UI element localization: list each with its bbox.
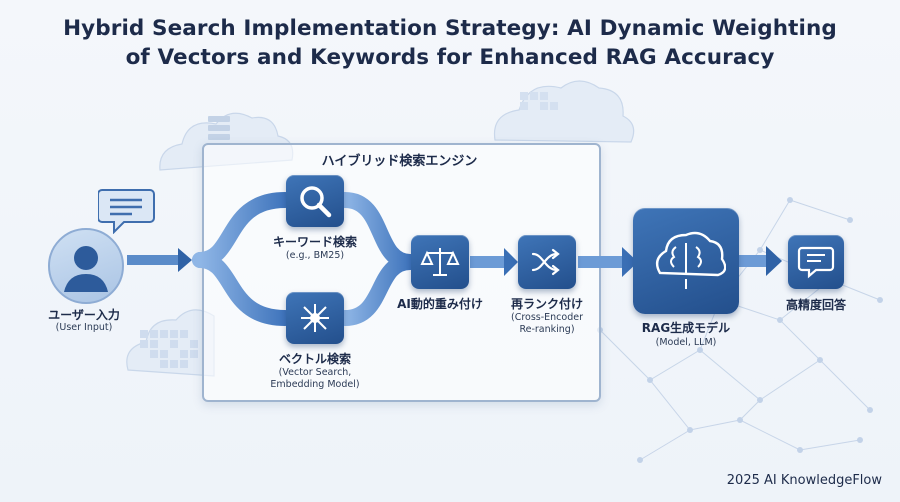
keyword-search-label: キーワード検索 [272, 235, 357, 249]
answer-node [788, 235, 844, 289]
branch-to-vector [192, 252, 293, 326]
vector-search-sublabel-2: Embedding Model) [270, 379, 360, 390]
user-sublabel: (User Input) [55, 322, 113, 333]
ai-weighting-node [411, 235, 469, 289]
rag-model-node [633, 208, 739, 314]
chat-bubble-icon [797, 246, 835, 279]
vector-search-node [286, 292, 344, 344]
magnifier-icon [300, 186, 332, 218]
page-title: Hybrid Search Implementation Strategy: A… [0, 14, 900, 72]
user-node [48, 228, 124, 304]
user-label: ユーザー入力 [48, 308, 120, 322]
keyword-search-node [286, 175, 344, 227]
rag-model-label: RAG生成モデル [641, 321, 731, 335]
rerank-sublabel-2: Re-ranking) [519, 324, 575, 335]
rerank-sublabel-1: (Cross-Encoder [510, 312, 583, 323]
cloud-top-right [493, 80, 635, 143]
engine-label: ハイブリッド検索エンジン [321, 154, 478, 169]
rerank-label: 再ランク付け [510, 297, 583, 311]
ai-weighting-label: AI動的重み付け [397, 297, 483, 311]
vector-hub-icon [301, 304, 329, 332]
title-line-2: of Vectors and Keywords for Enhanced RAG… [125, 45, 775, 70]
title-line-1: Hybrid Search Implementation Strategy: A… [63, 16, 837, 41]
vector-search-label: ベクトル検索 [278, 352, 351, 366]
answer-label: 高精度回答 [785, 298, 846, 312]
arrow-rerank-to-rag [578, 247, 638, 277]
scale-icon [420, 248, 460, 276]
vector-search-sublabel-1: (Vector Search, [278, 367, 352, 378]
arrow-user-to-engine [127, 248, 192, 272]
speech-bubble-icon [98, 189, 155, 234]
footer-credit: 2025 AI KnowledgeFlow [726, 473, 882, 488]
server-icon [208, 116, 230, 140]
arrow-rag-to-answer [738, 246, 782, 276]
shuffle-icon [531, 248, 560, 276]
pixel-grid-left [140, 330, 198, 368]
rerank-node [518, 235, 576, 289]
arrow-weighting-to-rerank [470, 248, 518, 276]
keyword-search-sublabel: (e.g., BM25) [285, 250, 345, 261]
merge-from-vector [337, 254, 418, 326]
brain-cloud-icon [655, 231, 726, 289]
pixel-grid-right [520, 92, 558, 110]
user-icon [64, 246, 108, 292]
rag-model-sublabel: (Model, LLM) [655, 337, 717, 348]
